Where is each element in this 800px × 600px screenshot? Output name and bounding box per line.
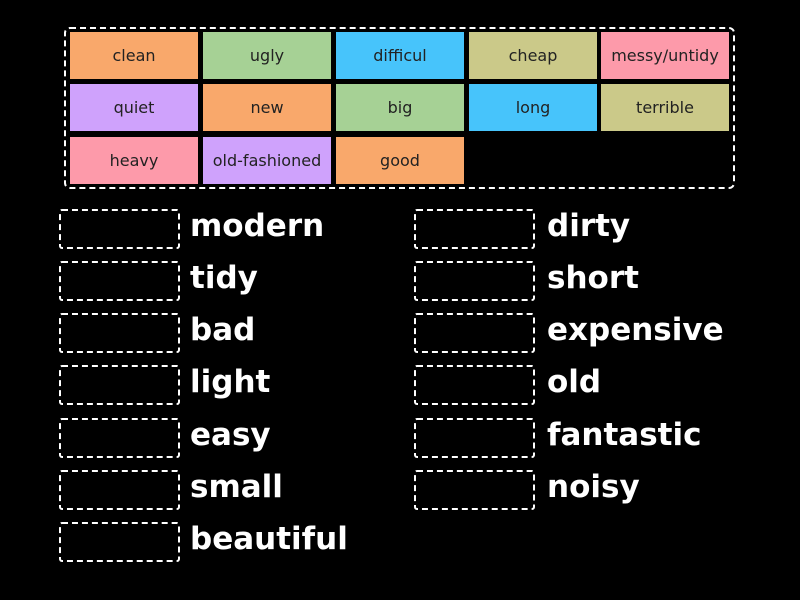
tile-label: quiet [113, 98, 155, 117]
prompt-word: beautiful [190, 521, 348, 557]
drop-slot[interactable] [59, 418, 180, 458]
drop-slot[interactable] [59, 209, 180, 249]
tile-label: ugly [249, 46, 285, 65]
answer-tile[interactable]: old-fashioned [203, 137, 331, 184]
answer-tile[interactable]: cheap [469, 32, 597, 79]
tile-label: old-fashioned [212, 151, 322, 170]
drop-slot[interactable] [414, 313, 535, 353]
tile-label: long [515, 98, 551, 117]
answer-tile[interactable]: clean [70, 32, 198, 79]
prompt-word: short [547, 260, 639, 296]
prompt-word: expensive [547, 312, 724, 348]
prompt-word: dirty [547, 208, 631, 244]
drop-slot[interactable] [414, 470, 535, 510]
prompt-word: easy [190, 417, 271, 453]
answer-tile[interactable]: terrible [601, 84, 729, 131]
drop-slot[interactable] [414, 261, 535, 301]
tile-label: cheap [508, 46, 558, 65]
prompt-word: tidy [190, 260, 258, 296]
tile-label: messy/untidy [611, 46, 719, 65]
drop-slot[interactable] [59, 470, 180, 510]
answer-tile[interactable]: big [336, 84, 464, 131]
drop-slot[interactable] [59, 365, 180, 405]
prompt-word: small [190, 469, 283, 505]
drop-slot[interactable] [414, 365, 535, 405]
drop-slot[interactable] [59, 522, 180, 562]
tile-label: clean [112, 46, 156, 65]
tile-bank [64, 27, 735, 189]
prompt-word: fantastic [547, 417, 702, 453]
drop-slot[interactable] [59, 261, 180, 301]
answer-tile[interactable]: messy/untidy [601, 32, 729, 79]
answer-tile[interactable]: difficul [336, 32, 464, 79]
prompt-word: bad [190, 312, 256, 348]
answer-tile[interactable]: heavy [70, 137, 198, 184]
tile-label: big [387, 98, 413, 117]
tile-label: good [380, 151, 420, 170]
drop-slot[interactable] [59, 313, 180, 353]
prompt-word: old [547, 364, 602, 400]
prompt-word: noisy [547, 469, 640, 505]
tile-label: new [250, 98, 284, 117]
answer-tile[interactable]: good [336, 137, 464, 184]
answer-tile[interactable]: long [469, 84, 597, 131]
answer-tile[interactable]: ugly [203, 32, 331, 79]
answer-tile[interactable]: quiet [70, 84, 198, 131]
tile-label: terrible [636, 98, 694, 117]
answer-tile[interactable]: new [203, 84, 331, 131]
drop-slot[interactable] [414, 418, 535, 458]
drop-slot[interactable] [414, 209, 535, 249]
prompt-word: light [190, 364, 271, 400]
tile-label: heavy [109, 151, 159, 170]
prompt-word: modern [190, 208, 325, 244]
tile-label: difficul [373, 46, 427, 65]
